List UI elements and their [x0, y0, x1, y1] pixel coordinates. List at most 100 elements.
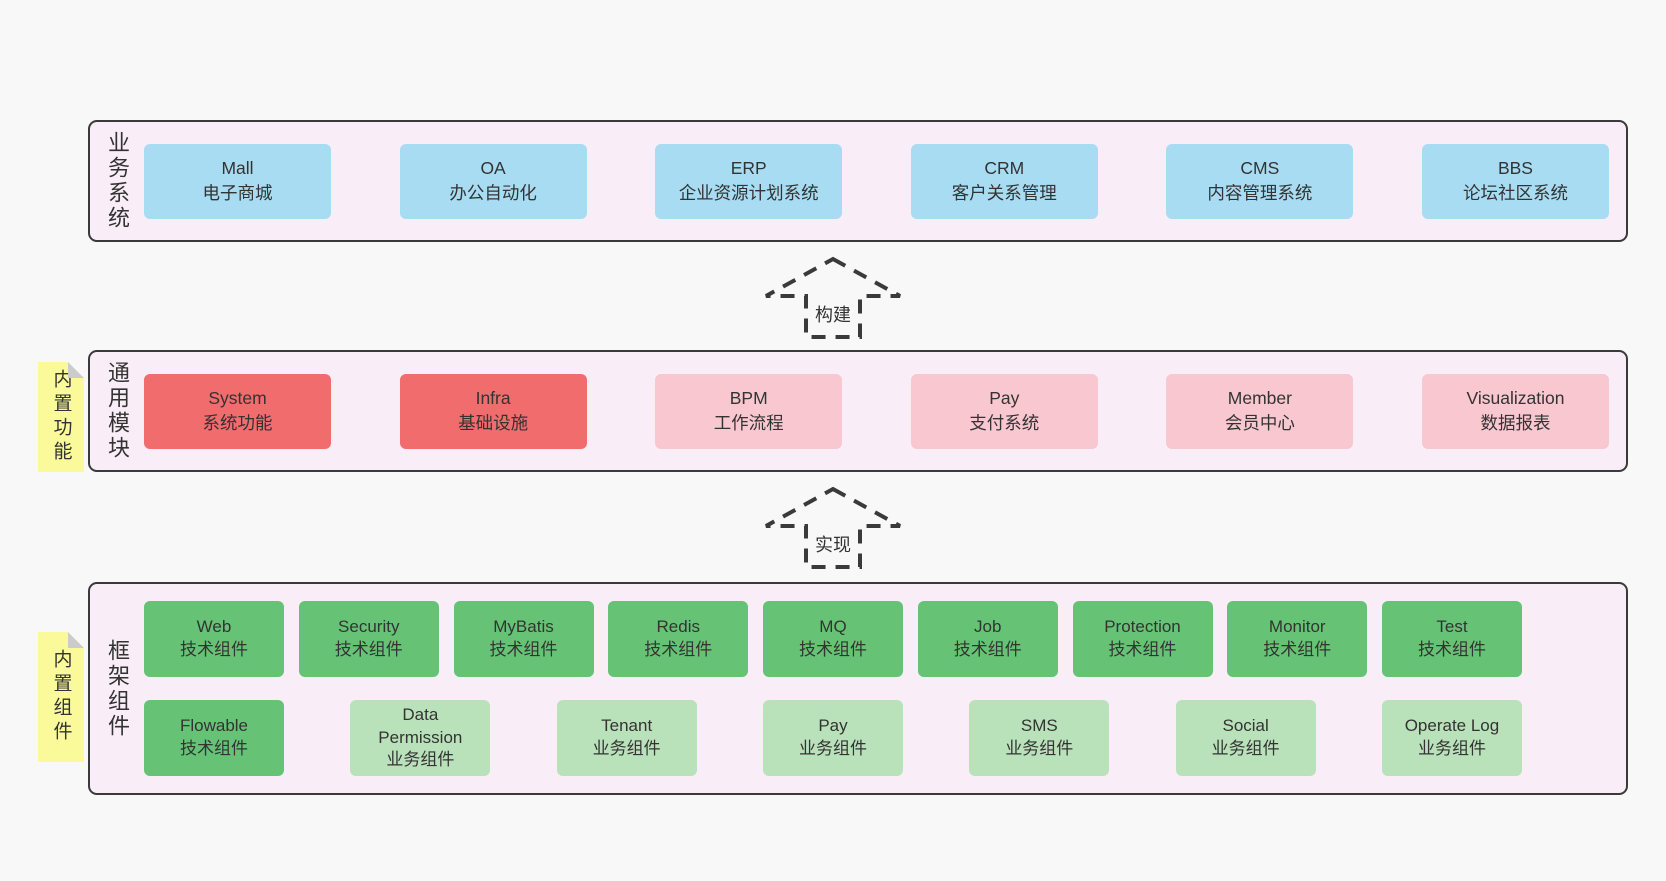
- business-systems-panel: 业务系统 Mall 电子商城 OA 办公自动化 ERP 企业资源计划系统 CRM 客户关…: [88, 120, 1628, 242]
- business-systems-row: Mall 电子商城 OA 办公自动化 ERP 企业资源计划系统 CRM 客户关系管理 C…: [144, 143, 1626, 219]
- box-crm: CRM 客户关系管理: [910, 143, 1098, 219]
- common-modules-row: System 系统功能 Infra 基础设施 BPM 工作流程 Pay 支付系统 Mem…: [144, 373, 1626, 449]
- box-title: BBS: [1497, 158, 1533, 179]
- box-title: System: [208, 388, 267, 409]
- box-title: OA: [480, 158, 506, 179]
- box-subtitle: 技术组件: [334, 640, 403, 659]
- box-title: Protection: [1104, 617, 1181, 637]
- box-title: CMS: [1240, 158, 1280, 179]
- box-cms: CMS 内容管理系统: [1166, 143, 1354, 219]
- box-title: SMS: [1020, 716, 1058, 736]
- up-block-arrow-icon: [765, 486, 901, 569]
- box-subtitle: 业务组件: [1211, 739, 1280, 758]
- box-protection: Protection 技术组件: [1072, 601, 1213, 677]
- sticky-note-label: 内置组件: [50, 649, 72, 745]
- box-infra: Infra 基础设施: [399, 373, 587, 449]
- box-title: Job: [974, 617, 1002, 637]
- box-monitor: Monitor 技术组件: [1227, 601, 1368, 677]
- build-arrow: 构建: [763, 256, 903, 340]
- box-subtitle: 电子商城: [202, 183, 273, 203]
- build-arrow-label: 构建: [812, 300, 854, 328]
- box-title: MQ: [819, 617, 847, 637]
- box-pay-component: Pay 业务组件: [762, 700, 903, 776]
- box-subtitle: 论坛社区系统: [1462, 183, 1568, 203]
- box-oa: OA 办公自动化: [399, 143, 587, 219]
- box-erp: ERP 企业资源计划系统: [655, 143, 843, 219]
- common-modules-panel: 通用模块 System 系统功能 Infra 基础设施 BPM 工作流程 Pay 支付系…: [88, 350, 1628, 472]
- box-subtitle: 业务组件: [592, 739, 661, 758]
- box-test: Test 技术组件: [1382, 601, 1522, 677]
- common-modules-label: 通用模块: [105, 361, 130, 461]
- box-subtitle: 工作流程: [713, 413, 784, 433]
- box-security: Security 技术组件: [298, 601, 439, 677]
- box-mybatis: MyBatis 技术组件: [453, 601, 594, 677]
- box-title: BPM: [729, 388, 768, 409]
- box-mall: Mall 电子商城: [144, 143, 331, 219]
- folded-corner-icon: [68, 362, 84, 378]
- box-redis: Redis 技术组件: [608, 601, 749, 677]
- box-title: Operate Log: [1404, 716, 1500, 736]
- box-subtitle: 技术组件: [1418, 640, 1486, 659]
- box-subtitle: 技术组件: [644, 640, 713, 659]
- box-subtitle: 技术组件: [953, 640, 1022, 659]
- box-title: Security: [338, 617, 400, 637]
- box-title: Redis: [656, 617, 700, 637]
- box-sms: SMS 业务组件: [969, 700, 1110, 776]
- implement-arrow-label: 实现: [812, 530, 854, 558]
- box-subtitle: 业务组件: [1417, 739, 1486, 758]
- folded-corner-icon: [68, 632, 84, 648]
- box-subtitle: 数据报表: [1480, 413, 1551, 433]
- box-job: Job 技术组件: [917, 601, 1058, 677]
- box-title: Mall: [221, 158, 254, 179]
- box-system: System 系统功能: [144, 373, 331, 449]
- box-subtitle: 办公自动化: [449, 183, 537, 203]
- box-title: MyBatis: [493, 617, 554, 637]
- implement-arrow: 实现: [763, 486, 903, 570]
- box-pay-module: Pay 支付系统: [910, 373, 1098, 449]
- box-subtitle: 技术组件: [1263, 640, 1332, 659]
- box-subtitle: 基础设施: [458, 413, 529, 433]
- sticky-note-label: 内置功能: [50, 369, 72, 465]
- sticky-note-builtin-features: 内置功能: [38, 362, 84, 472]
- framework-components-label: 框架组件: [105, 638, 130, 739]
- up-block-arrow-icon: [765, 256, 901, 339]
- box-subtitle: 技术组件: [180, 739, 248, 758]
- box-social: Social 业务组件: [1175, 700, 1316, 776]
- box-subtitle: 会员中心: [1224, 413, 1295, 433]
- box-title: Member: [1227, 388, 1292, 409]
- box-tenant: Tenant 业务组件: [556, 700, 697, 776]
- box-title: Infra: [475, 388, 511, 409]
- box-title: ERP: [730, 158, 767, 179]
- box-subtitle: 客户关系管理: [951, 183, 1057, 203]
- box-title: Flowable: [179, 716, 249, 736]
- business-systems-label: 业务系统: [105, 131, 130, 231]
- box-title: Monitor: [1268, 617, 1326, 637]
- box-subtitle: 业务组件: [798, 739, 867, 758]
- box-subtitle: 系统功能: [202, 413, 273, 433]
- box-subtitle: 业务组件: [386, 750, 455, 770]
- box-title: CRM: [984, 158, 1025, 179]
- box-subtitle: 业务组件: [1005, 739, 1074, 758]
- box-flowable: Flowable 技术组件: [144, 700, 284, 776]
- box-bpm: BPM 工作流程: [655, 373, 843, 449]
- box-subtitle: 支付系统: [969, 413, 1040, 433]
- box-subtitle: 技术组件: [1108, 640, 1177, 659]
- box-title: Pay: [989, 388, 1020, 409]
- box-subtitle: 内容管理系统: [1207, 183, 1313, 203]
- box-title: Social: [1222, 716, 1269, 736]
- box-title: Web: [196, 617, 232, 637]
- box-visualization: Visualization 数据报表: [1421, 373, 1609, 449]
- box-title: Tenant: [601, 716, 653, 736]
- box-bbs: BBS 论坛社区系统: [1421, 143, 1609, 219]
- box-subtitle: 企业资源计划系统: [678, 183, 819, 203]
- box-subtitle: 技术组件: [489, 640, 558, 659]
- box-title: Pay: [818, 716, 848, 736]
- box-title: Test: [1436, 617, 1468, 637]
- box-title: Visualization: [1466, 388, 1565, 409]
- box-title: Data Permission: [378, 704, 463, 747]
- box-member: Member 会员中心: [1166, 373, 1354, 449]
